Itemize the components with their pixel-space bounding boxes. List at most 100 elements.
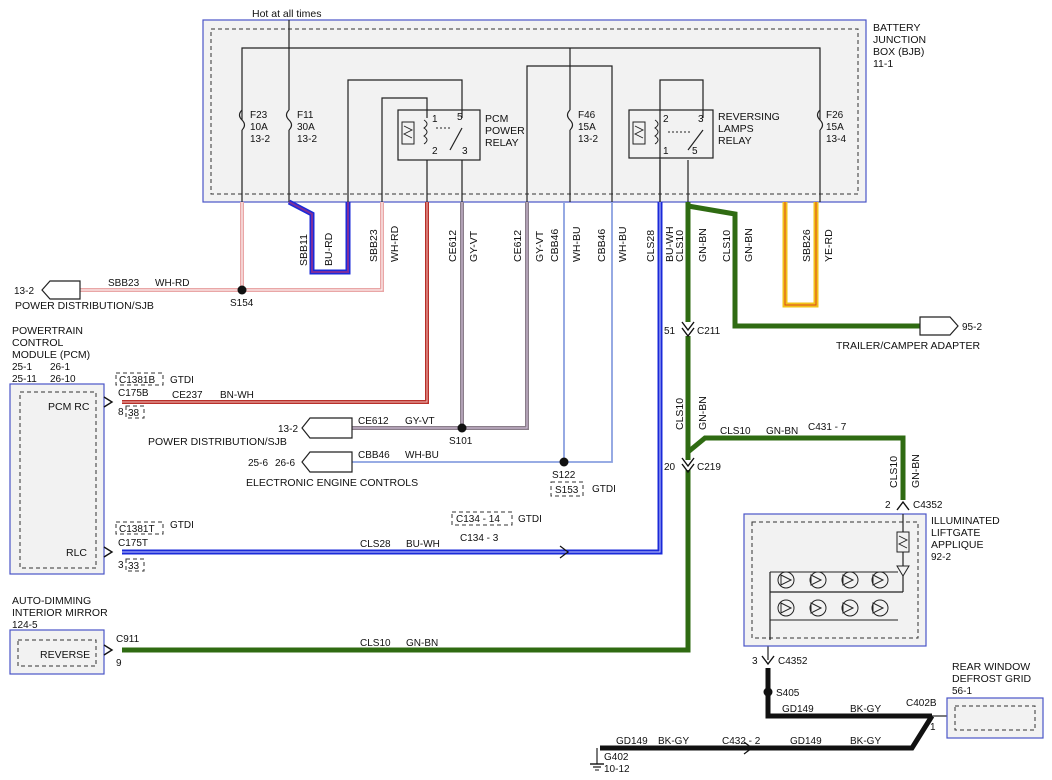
svg-text:S122: S122 — [552, 470, 576, 481]
svg-text:CLS28: CLS28 — [645, 230, 657, 262]
svg-text:RLC: RLC — [66, 547, 87, 559]
svg-text:1: 1 — [930, 722, 936, 733]
svg-text:13-2: 13-2 — [578, 134, 598, 145]
svg-text:5: 5 — [457, 112, 463, 123]
connector-c4352-bottom: 3 C4352 — [752, 655, 808, 667]
trailer-camper-adapter: 95-2 TRAILER/CAMPER ADAPTER — [836, 316, 982, 352]
svg-text:GTDI: GTDI — [170, 375, 194, 386]
svg-text:MODULE (PCM): MODULE (PCM) — [12, 349, 90, 361]
gd149-circuit-c: GD149 — [790, 736, 822, 747]
svg-text:CE612: CE612 — [447, 230, 459, 262]
svg-text:GN-BN: GN-BN — [697, 396, 709, 430]
svg-text:1: 1 — [663, 146, 669, 157]
svg-text:1: 1 — [432, 114, 438, 125]
svg-text:BU-RD: BU-RD — [323, 232, 335, 266]
svg-text:GY-VT: GY-VT — [405, 416, 435, 427]
rear-window-defrost-grid: REAR WINDOW DEFROST GRID 56-1 C402B 1 — [906, 661, 1044, 739]
svg-text:PCM RC: PCM RC — [48, 401, 90, 413]
svg-text:26-1: 26-1 — [50, 362, 70, 373]
led-array-icon — [770, 571, 898, 621]
power-distribution-sjb-1: 13-2 POWER DISTRIBUTION/SJB SBB23 WH-RD … — [14, 278, 254, 312]
svg-text:POWER DISTRIBUTION/SJB: POWER DISTRIBUTION/SJB — [15, 300, 154, 312]
svg-text:RELAY: RELAY — [485, 137, 519, 149]
connector-c431: CLS10 GN-BN C431 - 7 — [720, 422, 847, 437]
svg-text:SBB11: SBB11 — [298, 234, 310, 266]
svg-text:124-5: 124-5 — [12, 620, 38, 631]
wire-cls28 — [122, 202, 663, 555]
power-distribution-sjb-2: 13-2 POWER DISTRIBUTION/SJB CE612 GY-VT … — [148, 416, 473, 448]
splice-dot — [559, 457, 569, 467]
svg-text:C134 - 14: C134 - 14 — [456, 514, 500, 525]
svg-text:26-6: 26-6 — [275, 458, 295, 469]
fuse-icon — [566, 109, 574, 131]
svg-text:10-12: 10-12 — [604, 764, 630, 775]
fuse-icon — [285, 109, 293, 131]
bjb-title-1: BATTERY — [873, 22, 920, 34]
ce237-color: BN-WH — [220, 390, 254, 401]
bjb-title-3: BOX (BJB) — [873, 46, 924, 58]
illuminated-liftgate-applique: ILLUMINATED LIFTGATE APPLIQUE 92-2 — [743, 513, 1000, 647]
wire-gd149 — [600, 668, 935, 751]
svg-text:S153: S153 — [555, 485, 579, 496]
gd149-circuit-a: GD149 — [782, 704, 814, 715]
svg-text:SBB23: SBB23 — [108, 278, 140, 289]
hot-bus — [241, 47, 821, 120]
svg-text:3: 3 — [118, 560, 124, 571]
svg-text:PCM: PCM — [485, 113, 508, 125]
gd149-circuit-b: GD149 — [616, 736, 648, 747]
svg-text:2: 2 — [432, 146, 438, 157]
svg-text:SBB23: SBB23 — [368, 229, 380, 262]
svg-text:APPLIQUE: APPLIQUE — [931, 539, 984, 551]
bjb-title-2: JUNCTION — [873, 34, 926, 46]
svg-text:SBB26: SBB26 — [801, 229, 813, 262]
svg-text:POWERTRAIN: POWERTRAIN — [12, 325, 83, 337]
svg-text:G402: G402 — [604, 752, 629, 763]
svg-text:25-6: 25-6 — [248, 458, 268, 469]
svg-text:20: 20 — [664, 462, 676, 473]
svg-text:F23: F23 — [250, 110, 268, 121]
svg-text:RELAY: RELAY — [718, 135, 752, 147]
svg-text:CLS10: CLS10 — [888, 456, 900, 488]
svg-text:CBB46: CBB46 — [549, 229, 561, 262]
svg-text:POWER DISTRIBUTION/SJB: POWER DISTRIBUTION/SJB — [148, 436, 287, 448]
connector-arrow-icon — [301, 417, 353, 439]
svg-text:GN-BN: GN-BN — [910, 454, 922, 488]
relay-switch-icon — [687, 129, 704, 151]
gd149-color-b: BK-GY — [658, 736, 689, 747]
svg-text:S154: S154 — [230, 298, 254, 309]
wire-sbb26 — [782, 202, 819, 308]
svg-text:YE-RD: YE-RD — [823, 229, 835, 262]
svg-text:2: 2 — [663, 114, 669, 125]
connector-c432-label: C432 - 2 — [722, 736, 761, 747]
cls10-circuit: CLS10 — [360, 638, 391, 649]
svg-text:ELECTRONIC ENGINE CONTROLS: ELECTRONIC ENGINE CONTROLS — [246, 477, 418, 489]
svg-text:38: 38 — [128, 408, 140, 419]
connector-c134: C134 - 14 GTDI C134 - 3 — [451, 511, 569, 559]
gd149-color-c: BK-GY — [850, 736, 881, 747]
svg-text:S101: S101 — [449, 436, 473, 447]
svg-text:C431 - 7: C431 - 7 — [808, 422, 847, 433]
svg-text:3: 3 — [698, 114, 704, 125]
svg-text:WH-BU: WH-BU — [617, 226, 629, 262]
svg-text:95-2: 95-2 — [962, 322, 982, 333]
svg-text:C175B: C175B — [118, 388, 149, 399]
svg-text:13-2: 13-2 — [14, 286, 34, 297]
svg-text:9: 9 — [116, 658, 122, 669]
ce237-circuit: CE237 — [172, 390, 203, 401]
svg-text:ILLUMINATED: ILLUMINATED — [931, 515, 1000, 527]
svg-text:2: 2 — [885, 500, 891, 511]
svg-text:C175T: C175T — [118, 538, 148, 549]
svg-text:CLS10: CLS10 — [721, 230, 733, 262]
cls28-circuit: CLS28 — [360, 539, 391, 550]
svg-text:CLS10: CLS10 — [674, 398, 686, 430]
svg-text:10A: 10A — [250, 122, 268, 133]
fuse-f23: F23 10A 13-2 — [238, 109, 270, 202]
svg-text:LIFTGATE: LIFTGATE — [931, 527, 980, 539]
connector-c219: 20 C219 — [664, 457, 721, 474]
svg-text:C219: C219 — [697, 462, 721, 473]
svg-text:30A: 30A — [297, 122, 315, 133]
connector-arrow-icon — [301, 451, 353, 473]
relay-coil-icon — [401, 121, 415, 145]
svg-text:BU-WH: BU-WH — [664, 226, 676, 262]
connector-arrow-icon — [41, 280, 81, 300]
